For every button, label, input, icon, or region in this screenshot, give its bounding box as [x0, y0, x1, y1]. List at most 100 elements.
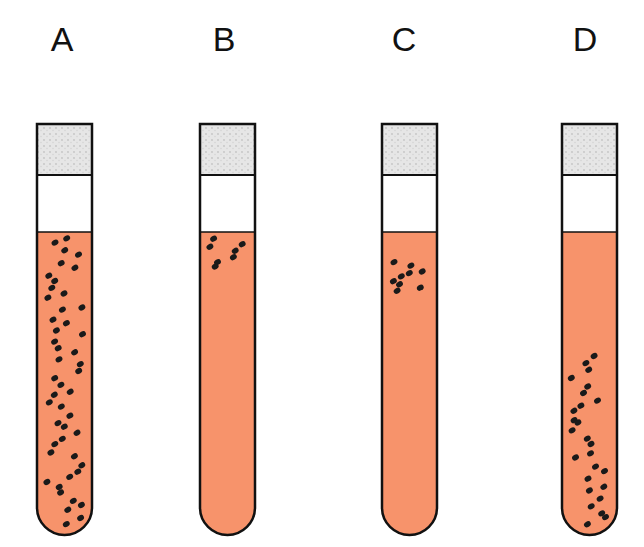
bacteria-dot [65, 411, 74, 419]
medium-surface [562, 231, 617, 233]
bacteria-dot [45, 398, 54, 406]
tube-outline [382, 124, 437, 535]
bacteria-dot [56, 488, 65, 496]
bacteria-dot [573, 418, 582, 426]
cotton-plug [200, 124, 255, 175]
bacteria-dot [74, 367, 83, 375]
bacteria-dot [46, 448, 55, 456]
culture-medium [382, 232, 437, 535]
bacteria-dot [229, 253, 238, 261]
bacteria-dot [50, 238, 59, 246]
bacteria-dot [62, 520, 71, 528]
bacteria-dot [65, 473, 74, 481]
bacteria-dot [579, 389, 588, 397]
tube-outline [200, 124, 255, 535]
bacteria-dot [73, 467, 82, 475]
bacteria-dot [42, 478, 51, 486]
bacteria-dot [397, 272, 406, 280]
bacteria-dot [238, 240, 247, 248]
tube-label: B [213, 22, 236, 56]
bacteria-dot [587, 502, 596, 510]
tube-label: A [51, 22, 74, 56]
bacteria-dot [70, 452, 79, 460]
plug-edge [382, 174, 437, 176]
bacteria-dot [62, 234, 71, 242]
bacteria-dot [596, 494, 605, 502]
bacteria-dot [69, 497, 78, 505]
tube-glass [200, 124, 255, 535]
cotton-plug [382, 124, 437, 175]
bacteria-dot [205, 243, 214, 251]
bacteria-dot [405, 269, 414, 277]
culture-medium [37, 232, 92, 535]
bacteria-dot [211, 262, 220, 270]
bacteria-dot [585, 486, 594, 494]
bacteria-dot [56, 381, 65, 389]
bacteria-dot [416, 283, 425, 291]
plug-edge [200, 174, 255, 176]
bacteria-dot [581, 359, 590, 367]
culture-medium [200, 232, 255, 535]
bacteria-dot [76, 360, 85, 368]
bacteria-dot [393, 287, 402, 295]
bacteria-dot [567, 374, 576, 382]
bacteria-dot [583, 474, 592, 482]
bacteria-dot [52, 326, 61, 334]
bacteria-dot [58, 435, 67, 443]
medium-surface [37, 231, 92, 233]
bacteria-dot [66, 388, 75, 396]
bacteria-dot [50, 440, 59, 448]
tube-glass [562, 124, 617, 535]
bacteria-dot [74, 250, 83, 258]
bacteria-dot [70, 264, 79, 272]
bacteria-dot [59, 289, 68, 297]
bacteria-dot [57, 259, 66, 267]
bacteria-dot [58, 305, 67, 313]
bacteria-dot [77, 501, 86, 509]
bacteria-dot [395, 280, 404, 288]
bacteria-dot [599, 483, 608, 491]
bacteria-dot [48, 315, 57, 323]
plug-edge [37, 174, 92, 176]
bacteria-dot [568, 426, 577, 434]
bacteria-dot [601, 513, 610, 521]
bacteria-dot [583, 520, 592, 528]
bacteria-dot [54, 355, 63, 363]
bacteria-dot [586, 440, 595, 448]
bacteria-dot [231, 247, 240, 255]
bacteria-dot [593, 396, 602, 404]
tube-label: D [573, 22, 598, 56]
bacteria-dot [50, 277, 59, 285]
bacteria-dot [571, 453, 580, 461]
tube-glass [382, 124, 437, 535]
bacteria-dot [76, 514, 85, 522]
bacteria-dot [576, 401, 585, 409]
medium-surface [200, 231, 255, 233]
bacteria-dot [584, 366, 593, 374]
cotton-plug [37, 124, 92, 175]
bacteria-dot [600, 467, 609, 475]
culture-medium [562, 232, 617, 535]
bacteria-dot [50, 337, 59, 345]
bacteria-dot [209, 234, 218, 242]
bacteria-dot [43, 293, 52, 301]
bacteria-dot [53, 419, 62, 427]
bacteria-dot [583, 382, 592, 390]
bacteria-dot [57, 402, 66, 410]
bacteria-dot [418, 267, 427, 275]
bacteria-dot [60, 246, 69, 254]
bacteria-dot [77, 303, 86, 311]
bacteria-dot [569, 407, 578, 415]
bacteria-dot [586, 449, 595, 457]
tube-outline [37, 124, 92, 535]
bacteria-dot [47, 284, 56, 292]
medium-surface [382, 231, 437, 233]
bacteria-dot [50, 391, 59, 399]
bacteria-dot [591, 462, 600, 470]
tube-outline [562, 124, 617, 535]
bacteria-dot [406, 261, 415, 269]
bacteria-dot [70, 348, 79, 356]
bacteria-dot [54, 344, 63, 352]
tube-label: C [392, 22, 417, 56]
